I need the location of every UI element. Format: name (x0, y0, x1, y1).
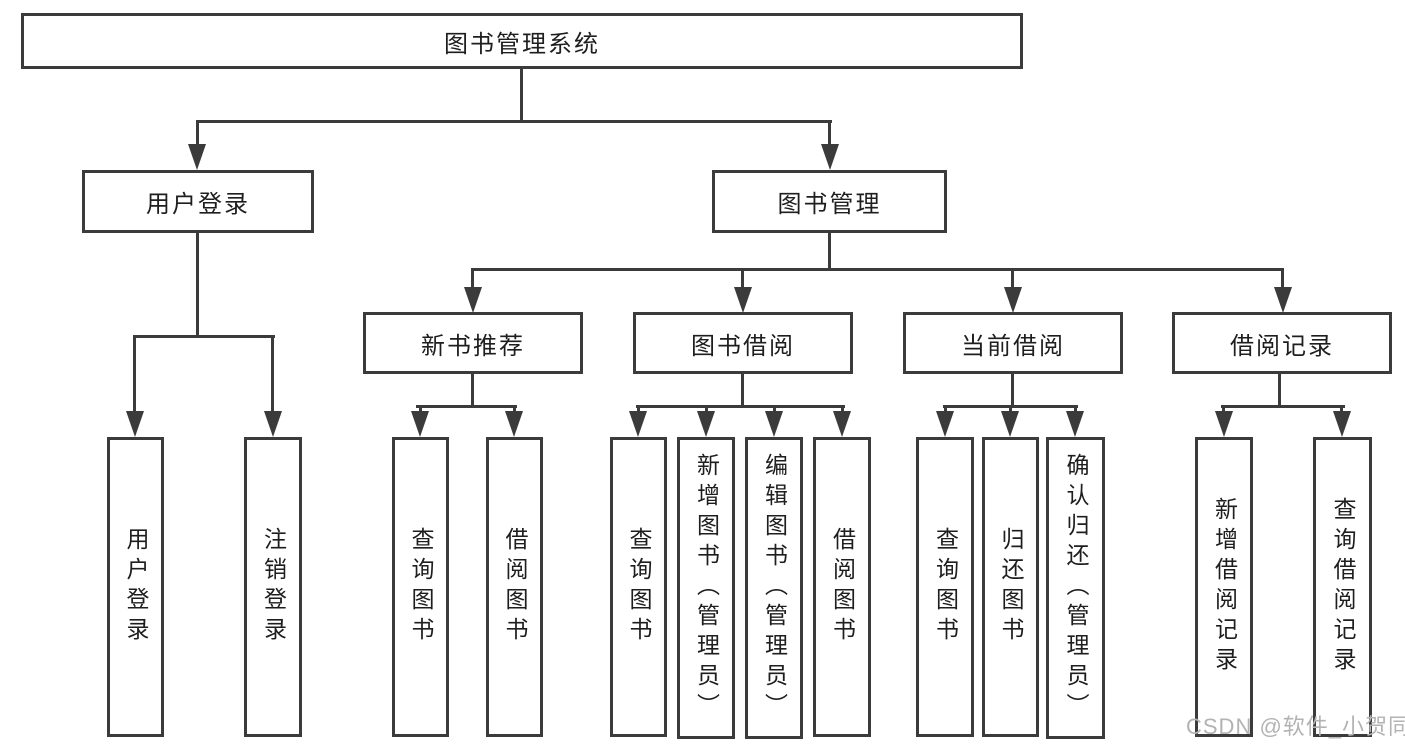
connector-line (1011, 374, 1014, 408)
connector-line (419, 405, 422, 415)
node-user-login-label: 用户登录 (146, 191, 250, 218)
arrow-down-icon (765, 411, 783, 437)
arrow-down-icon (821, 144, 839, 170)
arrow-down-icon (264, 411, 282, 437)
node-borrow-records: 借阅记录 (1172, 312, 1392, 374)
connector-line (471, 268, 1284, 271)
arrow-down-icon (1274, 287, 1292, 313)
leaf-borrow-books-label: 借阅图书 (829, 527, 856, 647)
connector-line (133, 335, 136, 415)
leaf-query-books-borrow-label: 查询图书 (626, 527, 652, 647)
leaf-add-book-admin-label: 新增图书（管理员） (693, 453, 720, 723)
connector-line (1009, 405, 1012, 415)
connector-line (841, 405, 844, 415)
connector-line (1222, 405, 1225, 415)
leaf-query-borrow-record-label: 查询借阅记录 (1330, 497, 1356, 677)
connector-line (944, 405, 947, 415)
arrow-down-icon (1001, 411, 1019, 437)
leaf-add-borrow-record: 新增借阅记录 (1195, 437, 1253, 737)
connector-line (741, 268, 744, 293)
connector-line (1281, 268, 1284, 293)
arrow-down-icon (1066, 411, 1084, 437)
connector-line (416, 405, 517, 408)
connector-line (636, 405, 845, 408)
connector-line (271, 335, 274, 415)
arrow-down-icon (188, 144, 206, 170)
connector-line (513, 405, 516, 415)
arrow-down-icon (464, 287, 482, 313)
leaf-return-books: 归还图书 (982, 437, 1039, 737)
node-book-management: 图书管理 (712, 170, 947, 233)
connector-line (471, 374, 474, 408)
connector-line (133, 335, 275, 338)
connector-line (773, 405, 776, 415)
csdn-watermark: CSDN @软件_小贺同学 (1186, 714, 1405, 739)
leaf-confirm-return-admin-label: 确认归还（管理员） (1063, 453, 1089, 723)
arrow-down-icon (1333, 411, 1351, 437)
node-borrow-records-label: 借阅记录 (1230, 332, 1334, 360)
arrow-down-icon (126, 411, 144, 437)
leaf-user-login-label: 用户登录 (123, 527, 149, 647)
connector-line (828, 120, 831, 150)
leaf-add-borrow-record-label: 新增借阅记录 (1211, 497, 1238, 677)
connector-line (1278, 374, 1281, 408)
arrow-down-icon (697, 411, 715, 437)
node-book-borrow: 图书借阅 (633, 312, 853, 374)
leaf-add-book-admin: 新增图书（管理员） (677, 437, 735, 739)
leaf-logout: 注销登录 (244, 437, 302, 737)
node-new-book-recommend-label: 新书推荐 (421, 332, 525, 360)
arrow-down-icon (411, 411, 429, 437)
connector-line (196, 120, 832, 123)
leaf-query-books-recommend: 查询图书 (392, 437, 449, 737)
leaf-return-books-label: 归还图书 (998, 527, 1024, 647)
arrow-down-icon (734, 287, 752, 313)
node-book-borrow-label: 图书借阅 (691, 332, 795, 360)
node-current-borrow: 当前借阅 (903, 312, 1123, 374)
node-current-borrow-label: 当前借阅 (961, 332, 1065, 360)
leaf-borrow-books-recommend: 借阅图书 (486, 437, 543, 737)
leaf-query-books-recommend-label: 查询图书 (408, 527, 434, 647)
connector-line (196, 120, 199, 150)
connector-line (196, 233, 199, 338)
arrow-down-icon (1215, 411, 1233, 437)
node-user-login: 用户登录 (82, 170, 314, 233)
node-root-label: 图书管理系统 (444, 30, 600, 58)
connector-line (471, 268, 474, 293)
leaf-borrow-books-recommend-label: 借阅图书 (502, 527, 528, 647)
leaf-confirm-return-admin: 确认归还（管理员） (1046, 437, 1105, 739)
connector-line (705, 405, 708, 415)
leaf-edit-book-admin-label: 编辑图书（管理员） (761, 453, 788, 723)
leaf-query-books-current-label: 查询图书 (932, 527, 959, 647)
leaf-borrow-books: 借阅图书 (813, 437, 871, 737)
arrow-down-icon (505, 411, 523, 437)
connector-line (1340, 405, 1343, 415)
connector-line (828, 233, 831, 271)
leaf-query-borrow-record: 查询借阅记录 (1313, 437, 1372, 737)
node-book-management-label: 图书管理 (777, 191, 882, 218)
arrow-down-icon (936, 411, 954, 437)
connector-line (741, 374, 744, 408)
arrow-down-icon (1004, 287, 1022, 313)
leaf-query-books-current: 查询图书 (916, 437, 974, 737)
leaf-query-books-borrow: 查询图书 (610, 437, 667, 737)
connector-line (1074, 405, 1077, 415)
arrow-down-icon (629, 411, 647, 437)
connector-line (1221, 405, 1345, 408)
connector-line (520, 69, 523, 123)
leaf-logout-label: 注销登录 (260, 527, 287, 647)
connector-line (1011, 268, 1014, 293)
node-new-book-recommend: 新书推荐 (363, 312, 583, 374)
leaf-user-login: 用户登录 (107, 437, 164, 737)
leaf-edit-book-admin: 编辑图书（管理员） (745, 437, 803, 739)
node-root: 图书管理系统 (21, 13, 1023, 69)
connector-line (637, 405, 640, 415)
arrow-down-icon (833, 411, 851, 437)
